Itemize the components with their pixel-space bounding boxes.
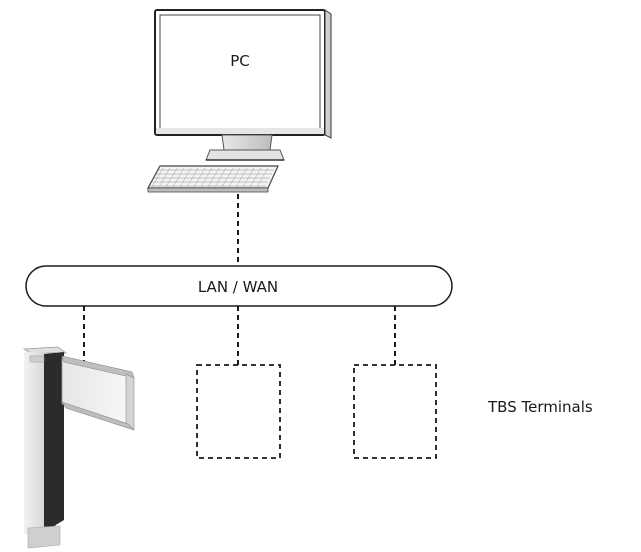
keyboard-key-divider: [200, 167, 213, 188]
turnstile-terminal-icon: [22, 346, 135, 549]
keyboard-key-divider: [228, 167, 241, 188]
keyboard-key-divider: [235, 167, 248, 188]
placeholder-terminal-3: [353, 364, 437, 459]
keyboard-key-divider: [158, 167, 171, 188]
keyboard-key-divider: [165, 167, 178, 188]
keyboard-key-divider: [179, 167, 192, 188]
keyboard-key-divider: [151, 167, 164, 188]
placeholder-terminal-2: [196, 364, 281, 459]
computer-monitor-icon: [154, 9, 332, 161]
network-label: LAN / WAN: [198, 278, 278, 296]
keyboard-icon: [146, 165, 279, 193]
keyboard-key-divider: [207, 167, 220, 188]
terminals-label: TBS Terminals: [487, 398, 593, 416]
keyboard-key-divider: [242, 167, 255, 188]
keyboard-key-divider: [193, 167, 206, 188]
keyboard-key-divider: [221, 167, 234, 188]
pc-label: PC: [230, 52, 250, 70]
keyboard-key-divider: [249, 167, 262, 188]
keyboard-key-divider: [172, 167, 185, 188]
keyboard-key-divider: [186, 167, 199, 188]
keyboard-key-divider: [256, 167, 269, 188]
keyboard-key-divider: [214, 167, 227, 188]
